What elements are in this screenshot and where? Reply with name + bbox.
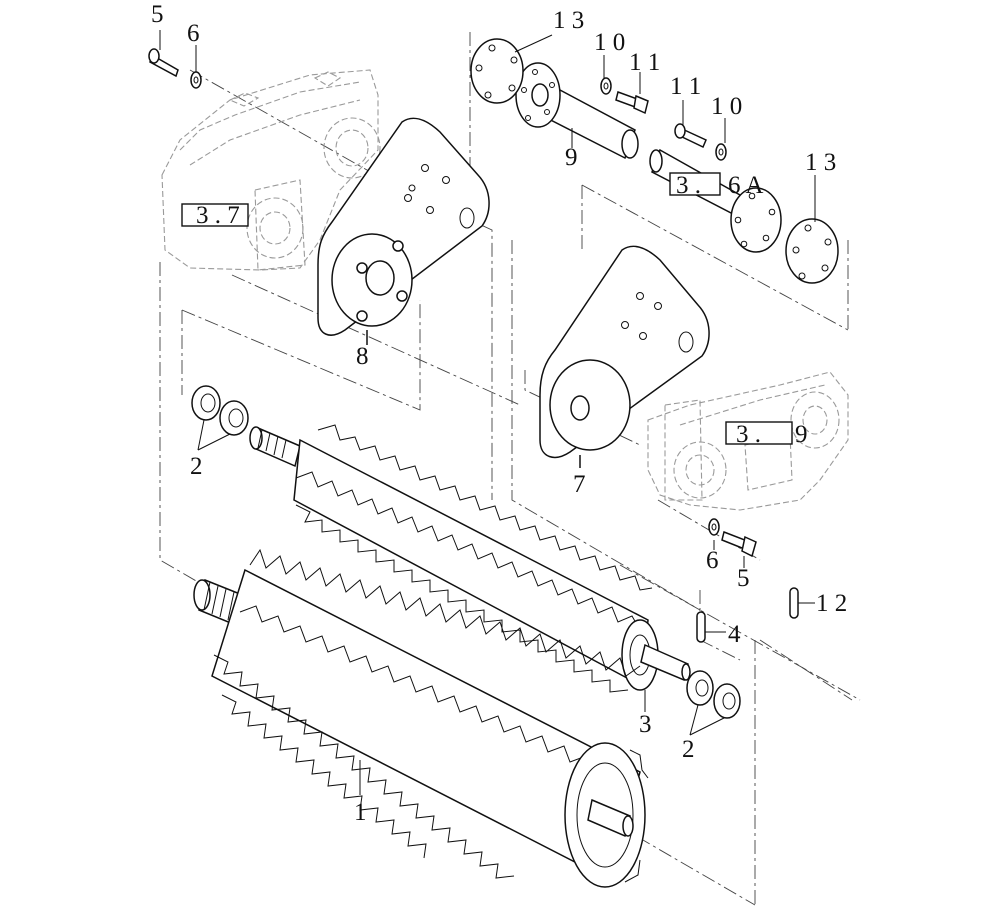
label-part-10-top: 1 0 — [594, 29, 625, 56]
label-part-5-bottom: 5 — [737, 565, 750, 592]
bolt-5-top — [148, 48, 179, 78]
part-labels: 5 6 1 3 1 0 1 1 1 1 1 0 1 3 9 8 7 2 2 6 … — [151, 1, 847, 826]
ref-3-6a-number: 3 . — [676, 172, 701, 199]
label-part-1: 1 — [354, 799, 367, 826]
seal-rings-left — [191, 385, 249, 451]
lower-serrated-roller — [193, 548, 649, 888]
ref-3-9-number: 3 . — [736, 421, 761, 448]
label-part-12: 1 2 — [816, 590, 847, 617]
bolt-11-mid — [674, 123, 707, 149]
flange-disc-right — [785, 218, 839, 284]
leader-lines — [159, 30, 816, 568]
ref-box-3-6a[interactable]: 3 . 6 A — [669, 172, 763, 199]
washer-10-mid — [715, 143, 727, 161]
washer-10-top — [600, 77, 612, 95]
flange-disc-top — [470, 38, 524, 104]
pin-12 — [789, 587, 815, 619]
ref-3-9-suffix: 9 — [795, 421, 808, 448]
label-part-10-mid: 1 0 — [711, 93, 742, 120]
label-part-2-right: 2 — [682, 736, 695, 763]
washer-6-top — [190, 71, 202, 89]
seal-rings-right — [686, 670, 741, 736]
label-part-13-right: 1 3 — [805, 149, 836, 176]
ref-box-3-9[interactable]: 3 . 9 — [725, 421, 808, 448]
ref-3-7-label: 3 . 7 — [196, 202, 240, 229]
pin-4 — [696, 611, 726, 643]
right-side-plate — [539, 245, 710, 468]
label-part-7: 7 — [573, 471, 586, 498]
left-gearbox-ghost — [161, 69, 381, 271]
label-part-11-mid: 1 1 — [670, 73, 701, 100]
flanged-shaft — [515, 62, 639, 160]
label-part-13-top: 1 3 — [553, 7, 584, 34]
upper-serrated-roller — [249, 424, 691, 712]
label-part-8: 8 — [356, 343, 369, 370]
label-part-2-left: 2 — [190, 453, 203, 480]
label-part-11-top: 1 1 — [629, 49, 660, 76]
bolt-5-bottom — [721, 530, 757, 558]
label-part-6-bottom: 6 — [706, 547, 719, 574]
label-part-5-top: 5 — [151, 1, 164, 28]
ref-3-6a-suffix: 6 A — [728, 172, 763, 199]
left-side-plate — [317, 117, 490, 345]
washer-6-bottom — [708, 518, 720, 536]
ref-box-3-7[interactable]: 3 . 7 — [181, 202, 249, 229]
bolt-11-top — [615, 91, 649, 115]
short-shaft — [649, 148, 782, 253]
label-part-3: 3 — [639, 711, 652, 738]
label-part-9: 9 — [565, 144, 578, 171]
label-part-6-top: 6 — [187, 20, 200, 47]
label-part-4: 4 — [728, 621, 741, 648]
